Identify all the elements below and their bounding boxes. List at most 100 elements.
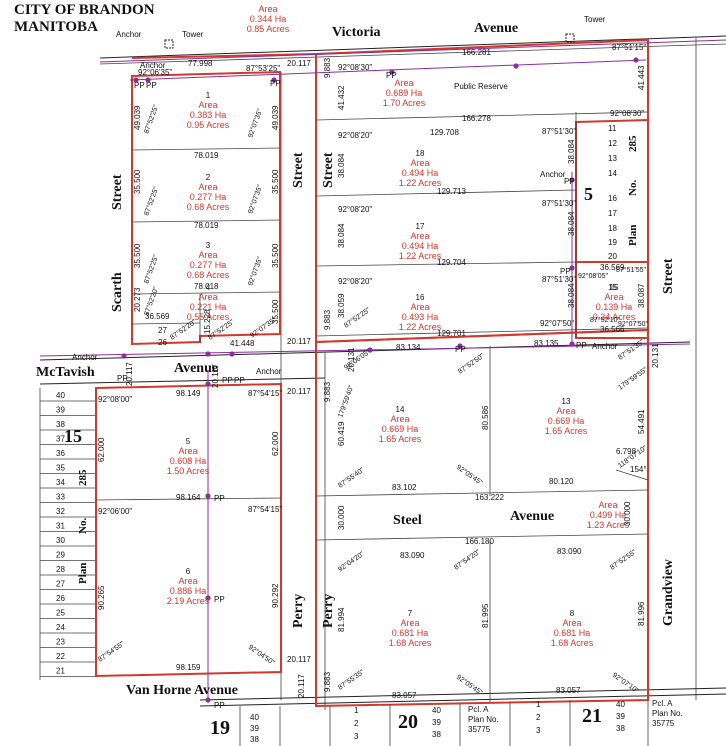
svg-text:92°07'10": 92°07'10" bbox=[611, 671, 641, 695]
power-pole-marker bbox=[569, 265, 575, 271]
parcel-acres: 1.23 Acres bbox=[587, 520, 630, 530]
svg-text:38.084: 38.084 bbox=[337, 223, 346, 248]
power-pole-marker bbox=[389, 69, 395, 75]
svg-text:1: 1 bbox=[354, 706, 359, 715]
svg-text:92°07'50": 92°07'50" bbox=[540, 319, 574, 328]
svg-text:92°07'35": 92°07'35" bbox=[246, 107, 264, 138]
svg-text:83.090: 83.090 bbox=[557, 547, 582, 556]
street-grandview: Grandview bbox=[661, 558, 676, 626]
svg-text:81.995: 81.995 bbox=[481, 603, 490, 628]
parcel-area-label: Area bbox=[394, 78, 413, 88]
svg-text:83.102: 83.102 bbox=[392, 483, 417, 492]
svg-text:49.039: 49.039 bbox=[271, 105, 280, 130]
parcel-number: 7 bbox=[408, 609, 413, 618]
anchor-label-6: Anchor bbox=[592, 342, 618, 351]
power-pole-marker bbox=[205, 351, 211, 357]
block5-lot-numbers: 11 12 13 14 15 16 17 18 19 20 bbox=[608, 124, 617, 292]
svg-text:92°07'50": 92°07'50" bbox=[618, 320, 648, 328]
svg-text:87°51'30": 87°51'30" bbox=[542, 199, 576, 208]
svg-text:38.084: 38.084 bbox=[567, 139, 576, 164]
svg-text:87°54'15": 87°54'15" bbox=[248, 505, 282, 514]
parcel-number: 1 bbox=[206, 91, 211, 100]
parcel-acres: 1.68 Acres bbox=[389, 638, 432, 648]
pp-label-11: PP bbox=[576, 341, 587, 350]
svg-text:20.117: 20.117 bbox=[287, 337, 311, 346]
svg-text:60.419: 60.419 bbox=[337, 421, 346, 446]
svg-text:83.057: 83.057 bbox=[556, 686, 581, 695]
parcel-ha: 0.221 Ha bbox=[190, 302, 227, 312]
parcel-acres: 1.70 Acres bbox=[383, 98, 426, 108]
svg-text:Tower: Tower bbox=[584, 15, 606, 24]
parcel-ha: 0.499 Ha bbox=[590, 510, 627, 520]
svg-text:80.586: 80.586 bbox=[481, 405, 490, 430]
parcel-ha: 0.681 Ha bbox=[392, 628, 429, 638]
lot-number-29: 29 bbox=[56, 551, 65, 560]
svg-text:41.443: 41.443 bbox=[637, 65, 646, 90]
svg-text:154°: 154° bbox=[630, 465, 647, 474]
svg-text:41.432: 41.432 bbox=[337, 85, 346, 110]
street-right-col: Street bbox=[321, 152, 336, 188]
svg-text:90.292: 90.292 bbox=[271, 583, 280, 608]
parcel-number: 14 bbox=[396, 405, 405, 414]
svg-text:40: 40 bbox=[250, 713, 259, 722]
plan-no-2: Plan No. bbox=[652, 709, 683, 718]
parcel-number: 5 bbox=[186, 437, 191, 446]
block19-number: 19 bbox=[210, 717, 230, 739]
svg-text:92°08'20": 92°08'20" bbox=[338, 205, 372, 214]
street-scarth-name: Scarth bbox=[110, 272, 125, 312]
parcel-area-label: Area bbox=[198, 292, 217, 302]
street-scarth-left: Street bbox=[110, 174, 125, 210]
pp-label-14: PP bbox=[214, 701, 225, 710]
power-pole-marker bbox=[513, 63, 519, 69]
pcl-a-2: Pcl. A bbox=[652, 699, 673, 708]
parcel-acres: 0.55 Acres bbox=[187, 312, 230, 322]
svg-text:35.500: 35.500 bbox=[271, 299, 280, 324]
lot-number-25: 25 bbox=[56, 609, 65, 618]
anchor-label-5: Anchor bbox=[256, 367, 282, 376]
svg-text:87°52'25": 87°52'25" bbox=[142, 253, 160, 284]
bottom-lots: 40 39 38 1 2 3 40 39 38 1 2 3 40 39 38 bbox=[239, 700, 649, 746]
block21-number: 21 bbox=[582, 705, 602, 727]
parcel-acres: 1.50 Acres bbox=[167, 466, 210, 476]
svg-text:35.500: 35.500 bbox=[133, 243, 142, 268]
power-pole-marker bbox=[569, 341, 575, 347]
svg-text:163.222: 163.222 bbox=[475, 493, 504, 502]
anchor-label-4: Anchor bbox=[72, 353, 98, 362]
svg-text:39: 39 bbox=[432, 718, 441, 727]
parcel-area-label: Area bbox=[410, 302, 429, 312]
pp-label-1: PP bbox=[134, 81, 145, 90]
svg-text:13: 13 bbox=[608, 154, 617, 163]
block15-plan: Plan bbox=[77, 563, 89, 584]
parcel-area-label: Area bbox=[556, 406, 575, 416]
parcel-area-label: Area bbox=[258, 4, 277, 14]
lot-number-28: 28 bbox=[56, 565, 65, 574]
lot-number-30: 30 bbox=[56, 536, 65, 545]
svg-text:87°52'10": 87°52'10" bbox=[590, 316, 620, 324]
svg-text:35.500: 35.500 bbox=[271, 243, 280, 268]
svg-text:87°54'15": 87°54'15" bbox=[248, 389, 282, 398]
map-title-line2: MANITOBA bbox=[14, 19, 98, 35]
svg-text:3: 3 bbox=[536, 726, 541, 735]
street-victoria-avenue: Avenue bbox=[474, 21, 518, 36]
parcel-number: 2 bbox=[206, 173, 211, 182]
svg-text:78.019: 78.019 bbox=[194, 151, 219, 160]
lot-number-27: 27 bbox=[56, 580, 65, 589]
power-pole-marker bbox=[205, 697, 211, 703]
parcel-ha: 0.383 Ha bbox=[190, 110, 227, 120]
svg-text:15.228: 15.228 bbox=[203, 309, 212, 334]
parcel-area-label: Area bbox=[178, 446, 197, 456]
parcel-acres: 1.65 Acres bbox=[545, 426, 588, 436]
svg-text:87°51'30": 87°51'30" bbox=[542, 275, 576, 284]
svg-text:83.134: 83.134 bbox=[396, 343, 421, 352]
svg-text:92°07'35": 92°07'35" bbox=[246, 183, 264, 214]
parcel-acres: 0.95 Acres bbox=[187, 120, 230, 130]
parcel-ha: 0.681 Ha bbox=[554, 628, 591, 638]
svg-text:1: 1 bbox=[536, 700, 541, 709]
pp-label-6: PP bbox=[560, 267, 571, 276]
svg-text:92°08'20": 92°08'20" bbox=[338, 131, 372, 140]
svg-text:2: 2 bbox=[354, 719, 359, 728]
